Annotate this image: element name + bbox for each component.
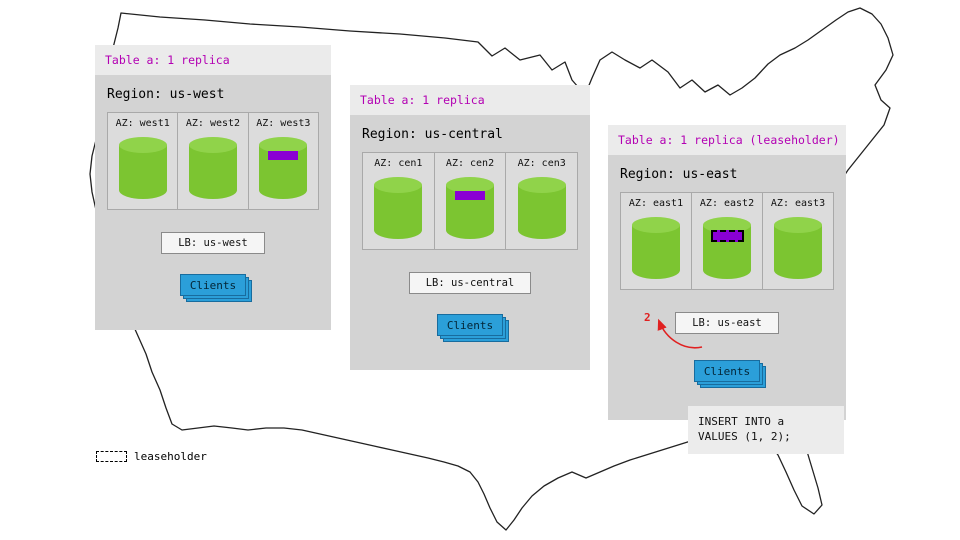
table-replica-header: Table a: 1 replica	[95, 45, 331, 75]
region-label: Region: us-central	[362, 127, 503, 142]
region-panel-us-central: Table a: 1 replica Region: us-central AZ…	[350, 85, 590, 370]
az-label: AZ: west3	[256, 118, 311, 129]
load-balancer: LB: us-west	[161, 232, 265, 254]
az-label: AZ: cen3	[517, 158, 566, 169]
panel-body-us-west: Region: us-west AZ: west1 AZ: west2	[95, 75, 331, 330]
table-replica-header: Table a: 1 replica	[350, 85, 590, 115]
db-node-cylinder	[259, 137, 308, 199]
db-node-cylinder	[774, 217, 822, 279]
table-replica-label: Table a: 1 replica	[105, 53, 230, 67]
load-balancer: LB: us-central	[408, 272, 532, 294]
table-replica-header: Table a: 1 replica (leaseholder)	[608, 125, 846, 155]
az-cell-east2: AZ: east2	[692, 193, 763, 289]
cylinder-body	[374, 185, 423, 239]
replica-range	[455, 191, 485, 200]
az-cell-west2: AZ: west2	[178, 113, 249, 209]
az-label: AZ: east2	[699, 198, 755, 209]
region-panel-us-east: Table a: 1 replica (leaseholder) Region:…	[608, 125, 846, 420]
clients-node: Clients	[180, 274, 252, 302]
db-node-cylinder	[188, 137, 237, 199]
db-node-cylinder	[703, 217, 751, 279]
panel-body-us-east: Region: us-east AZ: east1 AZ: east2	[608, 155, 846, 420]
load-balancer: LB: us-east	[675, 312, 779, 334]
az-label: AZ: west1	[115, 118, 170, 129]
db-node-cylinder	[632, 217, 680, 279]
region-panel-us-west: Table a: 1 replica Region: us-west AZ: w…	[95, 45, 331, 330]
insert-statement-line1: INSERT INTO a	[698, 415, 785, 428]
table-replica-label: Table a: 1 replica (leaseholder)	[618, 133, 840, 147]
legend-label: leaseholder	[134, 450, 207, 463]
cylinder-top	[118, 137, 167, 153]
leaseholder-range	[711, 230, 744, 242]
az-row: AZ: east1 AZ: east2 AZ: east3	[620, 192, 834, 290]
insert-statement-note: INSERT INTO a VALUES (1, 2);	[688, 406, 844, 454]
clients-label: Clients	[180, 274, 246, 296]
cylinder-top	[374, 177, 423, 193]
region-label: Region: us-west	[107, 87, 225, 102]
az-cell-cen2: AZ: cen2	[435, 153, 507, 249]
write-step-2-label: 2	[644, 311, 651, 324]
cylinder-body	[118, 145, 167, 199]
az-row: AZ: west1 AZ: west2 AZ: west3	[107, 112, 319, 210]
az-label: AZ: east1	[628, 198, 684, 209]
az-cell-cen1: AZ: cen1	[363, 153, 435, 249]
db-node-cylinder	[446, 177, 494, 239]
cylinder-top	[188, 137, 237, 153]
cylinder-top	[632, 217, 680, 233]
table-replica-label: Table a: 1 replica	[360, 93, 485, 107]
cylinder-body	[774, 225, 822, 279]
cylinder-body	[632, 225, 680, 279]
cylinder-top	[703, 217, 751, 233]
az-cell-east3: AZ: east3	[763, 193, 833, 289]
clients-node: Clients	[437, 314, 509, 342]
replica-range	[268, 151, 299, 160]
az-row: AZ: cen1 AZ: cen2 AZ: cen3	[362, 152, 578, 250]
leaseholder-swatch-icon	[96, 451, 127, 462]
cylinder-top	[517, 177, 566, 193]
az-label: AZ: cen1	[374, 158, 423, 169]
db-node-cylinder	[517, 177, 566, 239]
cylinder-top	[446, 177, 494, 193]
az-label: AZ: east3	[770, 198, 826, 209]
cylinder-top	[259, 137, 308, 153]
cylinder-body	[517, 185, 566, 239]
legend: leaseholder	[96, 450, 207, 463]
az-label: AZ: west2	[185, 118, 241, 129]
db-node-cylinder	[374, 177, 423, 239]
db-node-cylinder	[118, 137, 167, 199]
cylinder-top	[774, 217, 822, 233]
cylinder-body	[188, 145, 237, 199]
az-cell-west1: AZ: west1	[108, 113, 179, 209]
az-cell-west3: AZ: west3	[249, 113, 318, 209]
az-label: AZ: cen2	[445, 158, 495, 169]
clients-label: Clients	[437, 314, 503, 336]
clients-label: Clients	[694, 360, 760, 382]
az-cell-east1: AZ: east1	[621, 193, 692, 289]
insert-statement-line2: VALUES (1, 2);	[698, 430, 791, 443]
panel-body-us-central: Region: us-central AZ: cen1 AZ: cen2	[350, 115, 590, 370]
az-cell-cen3: AZ: cen3	[506, 153, 577, 249]
region-label: Region: us-east	[620, 167, 738, 182]
clients-node: Clients	[694, 360, 766, 388]
